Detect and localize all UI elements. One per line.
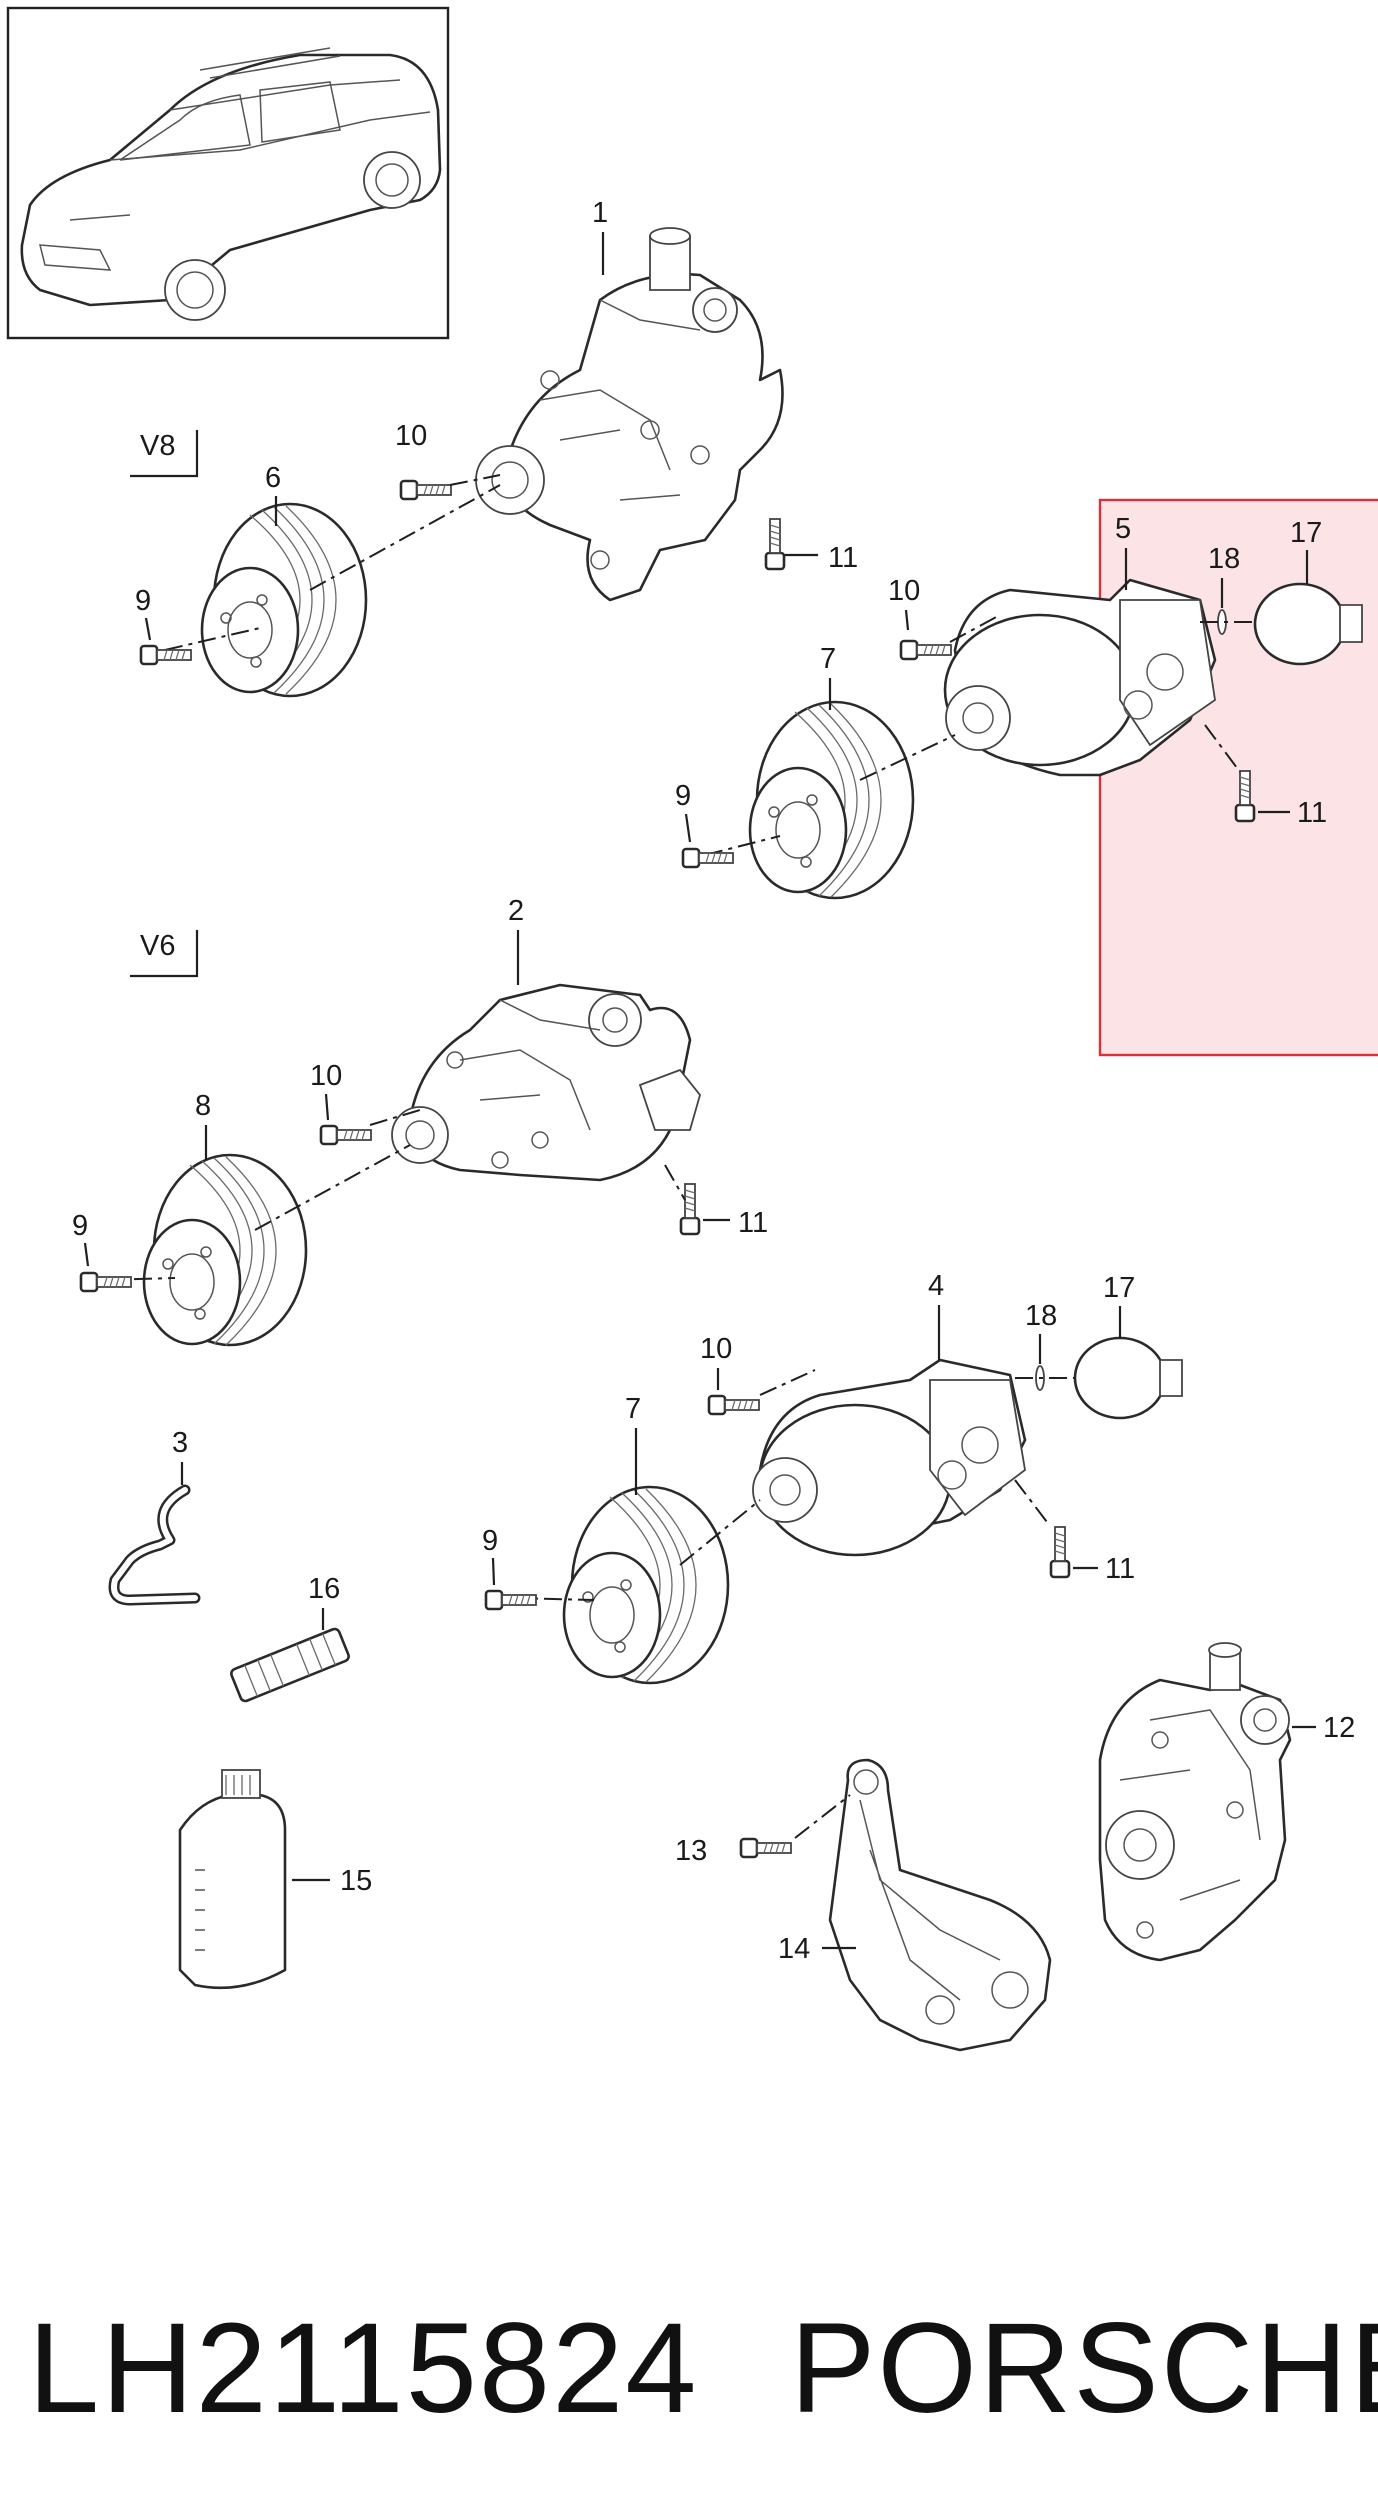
bolt-icon — [707, 1394, 761, 1416]
callout-17b: 17 — [1103, 1272, 1135, 1304]
bolt-icon — [681, 847, 735, 869]
bolt-icon — [899, 639, 953, 661]
callout-2: 2 — [508, 895, 524, 927]
line-part-3 — [108, 1484, 201, 1606]
variant-v6-marker: V6 — [130, 930, 199, 978]
callout-9a: 9 — [135, 585, 151, 617]
bolt-icon — [679, 1182, 701, 1236]
callout-7a: 7 — [820, 643, 836, 675]
o-ring-part-18 — [1200, 609, 1255, 635]
pump-part-5 — [943, 578, 1217, 777]
bolt-icon — [79, 1271, 133, 1293]
pulley-part-7-upper — [748, 700, 915, 900]
fluid-bottle-part-15 — [178, 1769, 287, 1990]
bolt-icon — [399, 479, 453, 501]
bolt-icon — [739, 1837, 793, 1859]
callout-7b: 7 — [625, 1393, 641, 1425]
callout-11b: 11 — [1297, 797, 1327, 829]
callout-11a: 11 — [828, 542, 858, 574]
variant-v6-label: V6 — [140, 930, 175, 962]
bolt-icon — [139, 644, 193, 666]
callout-9d: 9 — [482, 1525, 498, 1557]
pump-v8-part-1 — [475, 227, 784, 602]
callout-11c: 11 — [738, 1207, 768, 1239]
bolt-icon — [319, 1124, 373, 1146]
callout-14: 14 — [778, 1933, 810, 1965]
callout-3: 3 — [172, 1427, 188, 1459]
suv-outline-icon — [20, 47, 442, 321]
callout-5: 5 — [1115, 513, 1131, 545]
callout-12: 12 — [1323, 1712, 1355, 1744]
pump-part-4 — [752, 1358, 1027, 1557]
callout-10a: 10 — [395, 420, 427, 452]
variant-v8-label: V8 — [140, 430, 175, 462]
callout-8: 8 — [195, 1090, 211, 1122]
callout-10d: 10 — [700, 1333, 732, 1365]
callout-6: 6 — [265, 462, 281, 494]
vehicle-thumbnail — [6, 6, 450, 340]
bolt-icon — [764, 517, 786, 571]
pulley-part-7-lower — [562, 1485, 730, 1685]
bracket-part-14 — [828, 1758, 1052, 2052]
callout-11d: 11 — [1105, 1553, 1135, 1585]
pump-housing-part-12 — [1098, 1642, 1292, 1962]
callout-15: 15 — [340, 1865, 372, 1897]
pump-v6-part-2 — [391, 983, 701, 1182]
callout-10b: 10 — [888, 575, 920, 607]
reservoir-part-17 — [1073, 1336, 1183, 1420]
callout-13: 13 — [675, 1835, 707, 1867]
part-number: LH2115824 — [28, 2297, 698, 2440]
callout-4: 4 — [928, 1270, 944, 1302]
pulley-part-6 — [200, 502, 368, 698]
pulley-part-8 — [142, 1153, 308, 1347]
callout-9b: 9 — [675, 780, 691, 812]
variant-v8-marker: V8 — [130, 430, 199, 478]
callout-16: 16 — [308, 1573, 340, 1605]
callout-1: 1 — [592, 197, 608, 229]
bolt-icon — [484, 1589, 538, 1611]
callout-10c: 10 — [310, 1060, 342, 1092]
brand-name: PORSCHE — [790, 2297, 1378, 2440]
callout-18a: 18 — [1208, 543, 1240, 575]
shaft-part-16 — [230, 1627, 350, 1703]
callout-18b: 18 — [1025, 1300, 1057, 1332]
callout-17a: 17 — [1290, 517, 1322, 549]
reservoir-part-17 — [1253, 582, 1363, 666]
o-ring-part-18 — [1015, 1365, 1075, 1391]
callout-9c: 9 — [72, 1210, 88, 1242]
bolt-icon — [1049, 1525, 1071, 1579]
